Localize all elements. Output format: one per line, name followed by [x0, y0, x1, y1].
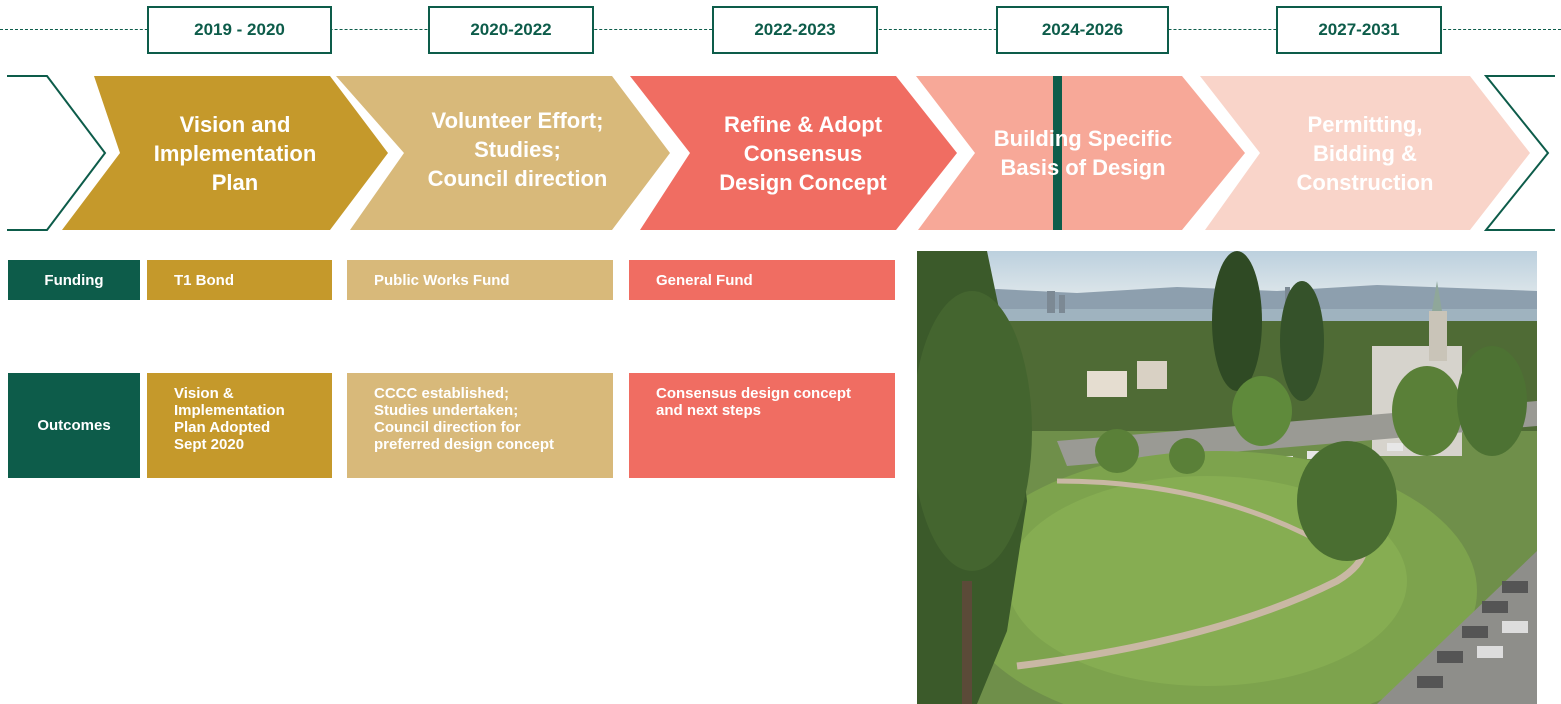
period-box-2024-2026: 2024-2026 [996, 6, 1169, 54]
outcome-cell-cccc: CCCC established; Studies undertaken; Co… [347, 373, 613, 478]
aerial-park-photo [917, 251, 1537, 704]
phase-chevron-vision [62, 76, 388, 230]
funding-cell-general-fund: General Fund [629, 260, 895, 300]
funding-row-label: Funding [8, 260, 140, 300]
phase-label-permitting: Permitting, Bidding & Construction [1296, 111, 1434, 195]
phase-chevron-volunteer [336, 76, 670, 230]
outcome-cell-vision: Vision & Implementation Plan Adopted Sep… [147, 373, 332, 478]
outcomes-row-label: Outcomes [8, 373, 140, 478]
period-box-2027-2031: 2027-2031 [1276, 6, 1442, 54]
start-chevron-outline [7, 75, 107, 231]
period-box-2022-2023: 2022-2023 [712, 6, 878, 54]
phase-chevrons [7, 75, 1555, 231]
period-box-2019-2020: 2019 - 2020 [147, 6, 332, 54]
period-box-2020-2022: 2020-2022 [428, 6, 594, 54]
end-chevron-outline [1483, 75, 1555, 231]
outcome-cell-consensus: Consensus design concept and next steps [629, 373, 895, 478]
phase-chevron-refine [630, 76, 957, 230]
phase-label-volunteer: Volunteer Effort; Studies; Council direc… [427, 107, 608, 191]
current-time-marker [1053, 76, 1062, 230]
phase-label-building: Building Specific Basis of Design [993, 126, 1173, 180]
phase-label-vision: Vision and Implementation Plan [153, 111, 317, 195]
funding-cell-public-works: Public Works Fund [347, 260, 613, 300]
funding-cell-t1-bond: T1 Bond [147, 260, 332, 300]
phase-chevron-building [916, 76, 1245, 230]
phase-label-refine: Refine & Adopt Consensus Design Concept [719, 111, 887, 195]
phase-chevron-permitting [1200, 76, 1530, 230]
